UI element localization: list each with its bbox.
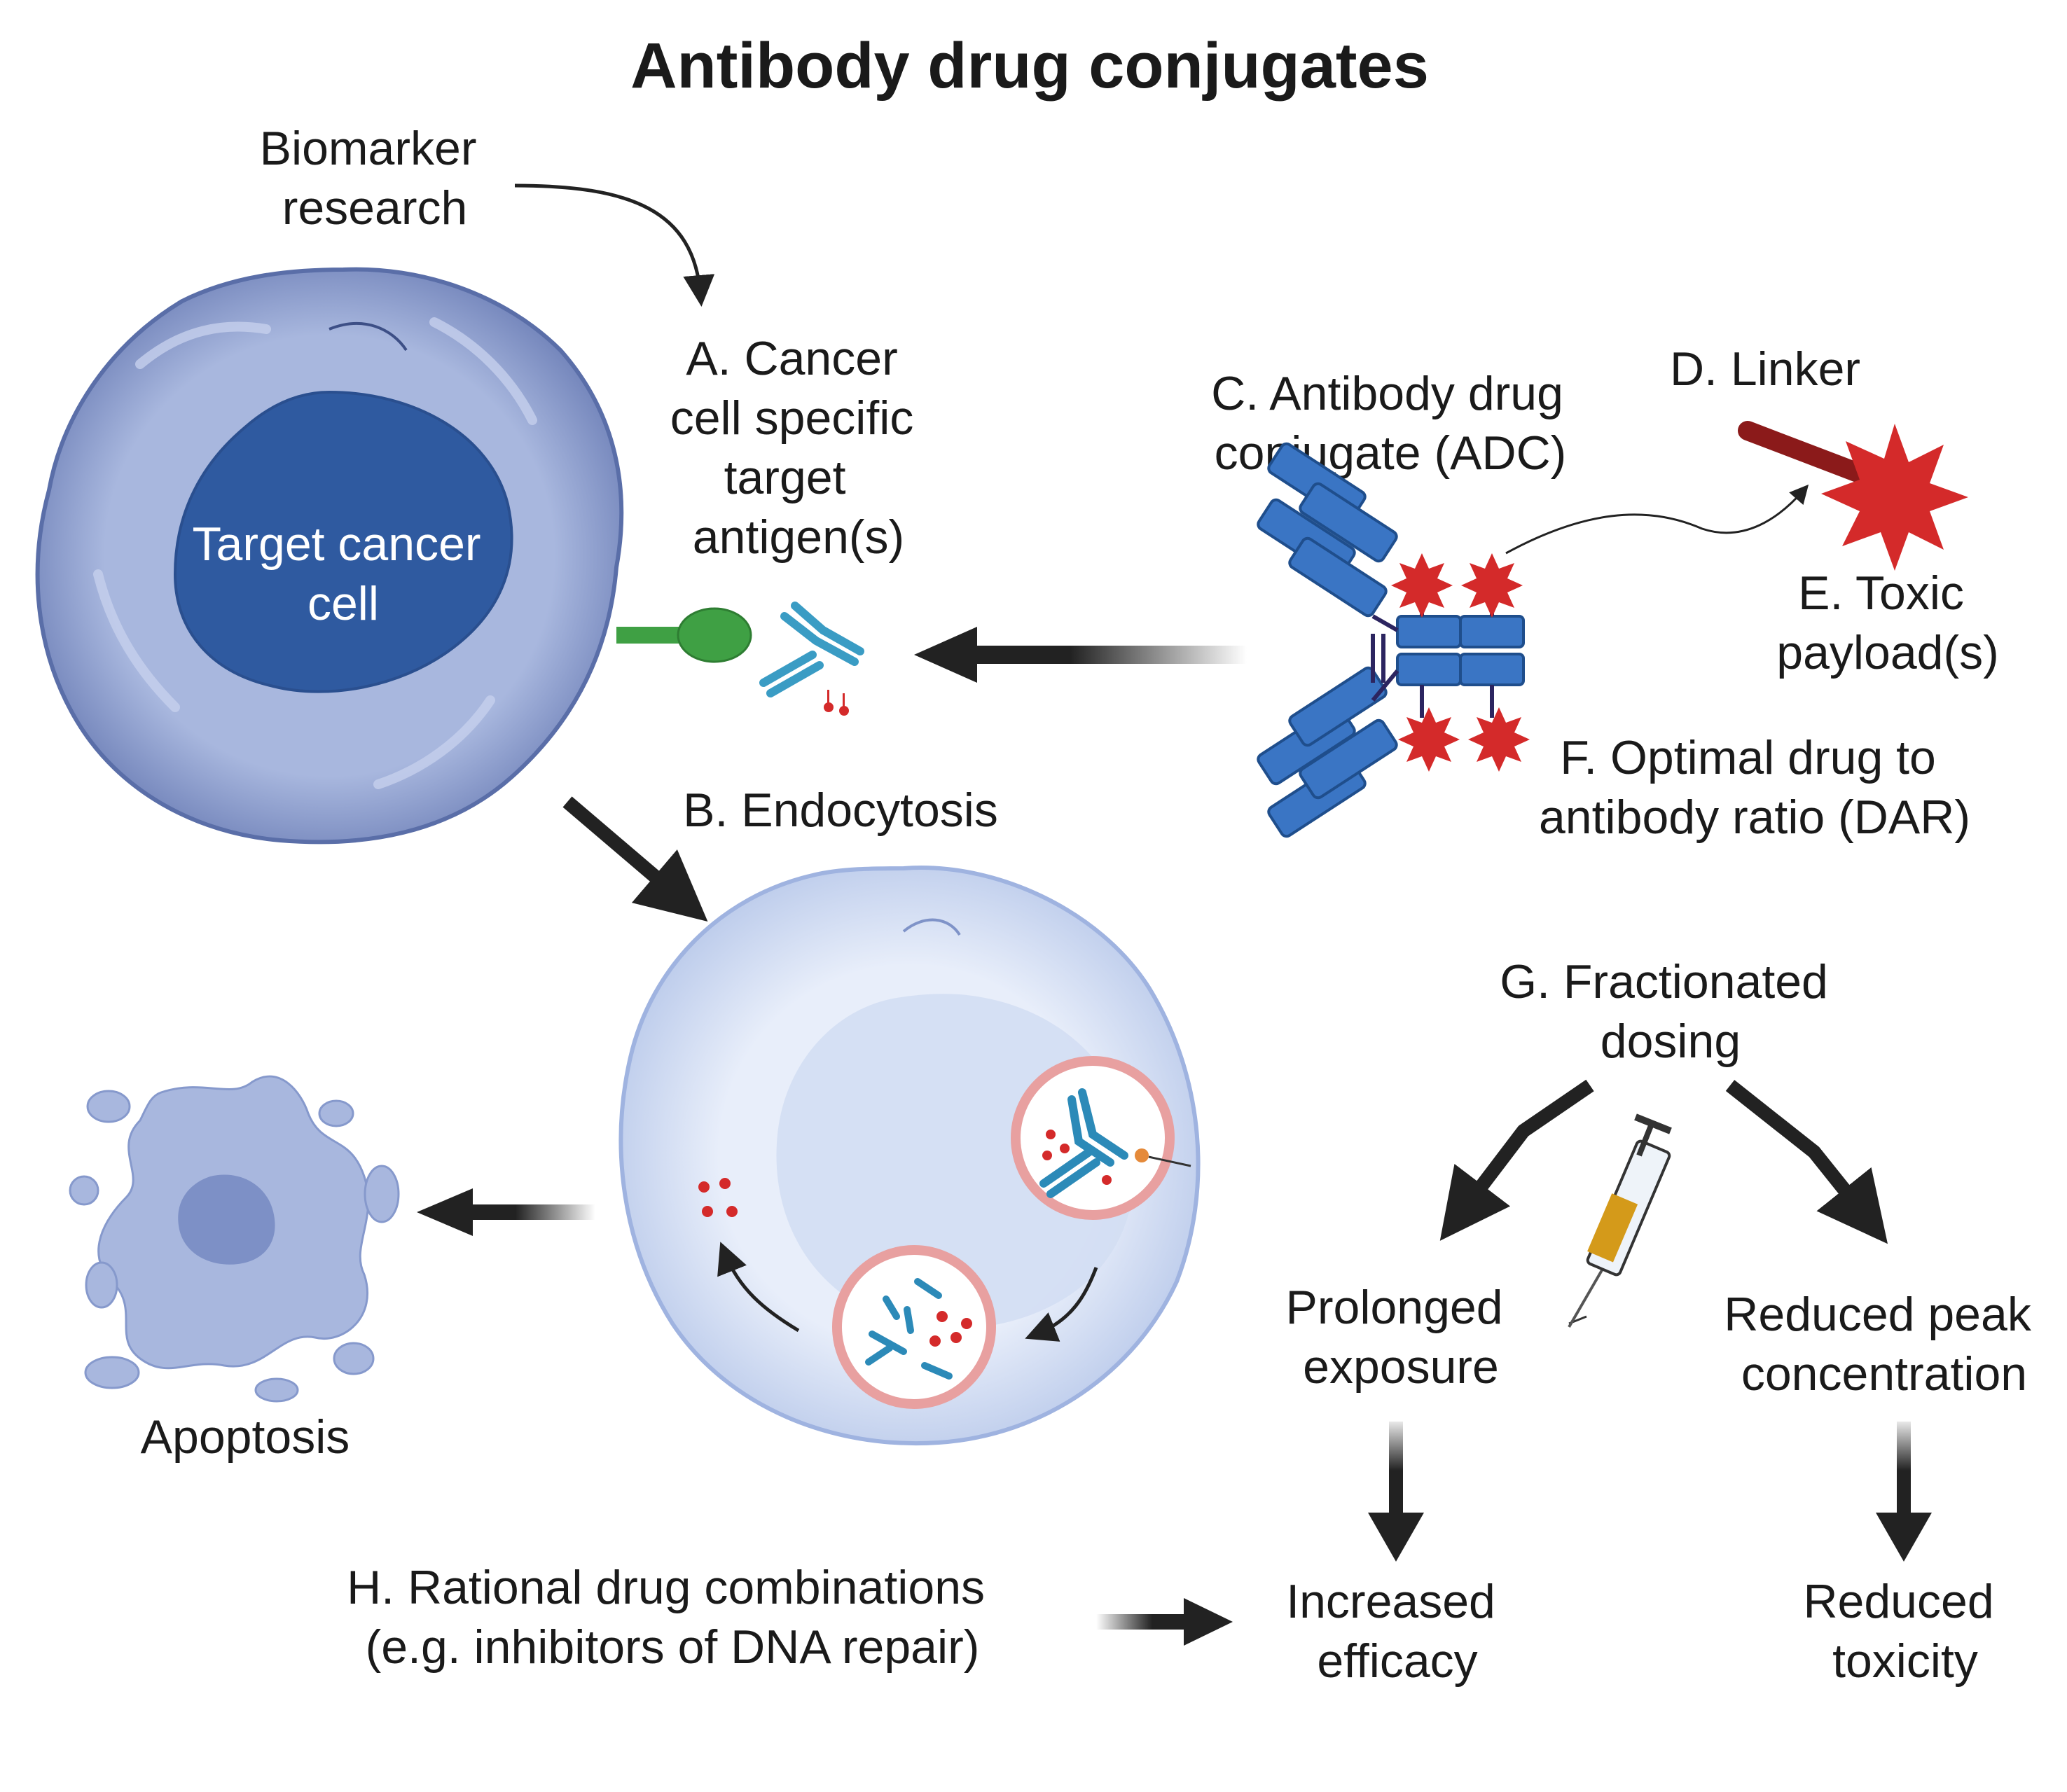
diagram-title: Antibody drug conjugates bbox=[630, 30, 1429, 102]
endosome-cycle-arrow-down bbox=[1025, 1267, 1098, 1342]
small-antibody-icon bbox=[759, 602, 864, 697]
efficacy-label: Increased efficacy bbox=[1286, 1575, 1509, 1688]
adc-to-antigen-arrowhead bbox=[914, 627, 977, 683]
linker-icon bbox=[1738, 421, 1873, 485]
combinations-label: H. Rational drug combinations (e.g. inhi… bbox=[347, 1561, 998, 1674]
endosome-cycle-arrow-up bbox=[717, 1242, 800, 1333]
cancer-cell-nucleus bbox=[173, 390, 513, 693]
adc-to-antigen-arrow-shaft bbox=[953, 646, 1247, 664]
adc-to-linker-arrow bbox=[1505, 484, 1809, 555]
target-antigen bbox=[616, 607, 752, 663]
dar-label: F. Optimal drug to antibody ratio (DAR) bbox=[1539, 731, 1970, 844]
linker-label: D. Linker bbox=[1670, 342, 1860, 396]
apoptotic-nucleus bbox=[178, 1174, 275, 1265]
toxicity-arrowhead bbox=[1876, 1513, 1932, 1562]
syringe-icon bbox=[1568, 1113, 1672, 1328]
dosing-left-arrow bbox=[1439, 1079, 1594, 1241]
combinations-arrow-shaft bbox=[1096, 1614, 1208, 1630]
dosing-right-arrow bbox=[1725, 1080, 1888, 1244]
target-cancer-cell bbox=[35, 267, 624, 845]
adc-label: C. Antibody drug conjugate (ADC) bbox=[1211, 367, 1577, 480]
toxicity-label: Reduced toxicity bbox=[1803, 1575, 2007, 1688]
target-cell-label: Target cancer cell bbox=[193, 518, 495, 630]
adc-molecule bbox=[1257, 442, 1525, 838]
small-payload-icon bbox=[824, 690, 849, 716]
dosing-label: G. Fractionated dosing bbox=[1500, 955, 1841, 1068]
efficacy-arrowhead bbox=[1368, 1513, 1424, 1562]
apoptosis-arrowhead bbox=[417, 1188, 473, 1236]
prolonged-label: Prolonged exposure bbox=[1286, 1281, 1516, 1394]
endocytosed-cell bbox=[618, 866, 1201, 1445]
released-payload-dots bbox=[698, 1178, 738, 1217]
apoptosis-arrow-shaft bbox=[462, 1204, 595, 1220]
endocytosis-arrow bbox=[562, 796, 708, 922]
combinations-arrowhead bbox=[1184, 1598, 1233, 1646]
endosome-top bbox=[1011, 1056, 1191, 1220]
apoptosis-label: Apoptosis bbox=[141, 1410, 350, 1464]
reduced-peak-label: Reduced peak concentration bbox=[1724, 1288, 2044, 1401]
biomarker-label: Biomarker research bbox=[260, 122, 490, 235]
antigen-label: A. Cancer cell specific target antigen(s… bbox=[670, 332, 927, 564]
endosome-bottom bbox=[832, 1245, 996, 1409]
payload-label: E. Toxic payload(s) bbox=[1776, 567, 1999, 679]
efficacy-arrow-shaft bbox=[1389, 1422, 1403, 1520]
toxic-payload-icon bbox=[1821, 424, 1968, 571]
toxicity-arrow-shaft bbox=[1897, 1422, 1911, 1520]
biomarker-arrow bbox=[514, 183, 715, 307]
adc-payload-stars bbox=[1391, 553, 1530, 772]
endocytosis-label: B. Endocytosis bbox=[683, 784, 998, 837]
